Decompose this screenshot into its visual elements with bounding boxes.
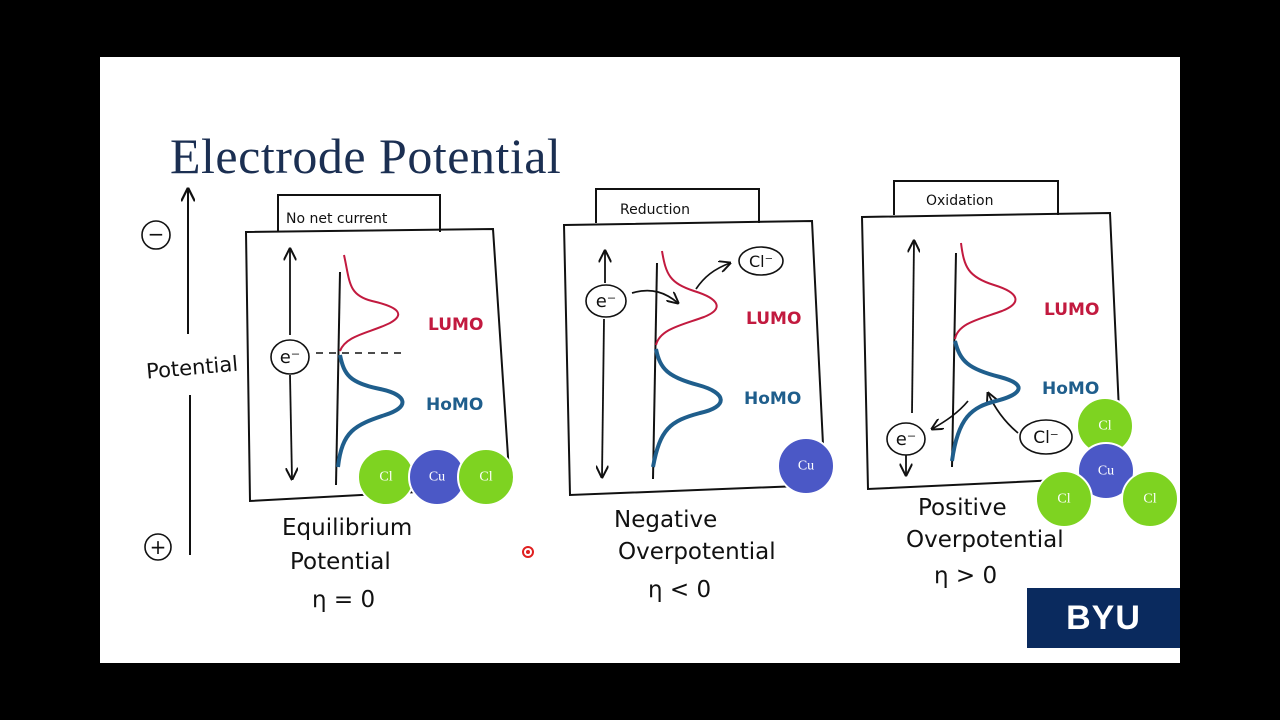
pointer-dot (522, 546, 534, 558)
slide: Electrode Potential − + Potential No net… (100, 57, 1180, 663)
potential-axis: − + Potential (141, 189, 239, 561)
caption-line-2: Potential (290, 549, 391, 575)
homo-curve (336, 354, 405, 468)
panel-tab-label: Reduction (620, 202, 690, 218)
caption-line-2: Overpotential (906, 527, 1064, 553)
caption-line-1: Negative (614, 507, 717, 533)
cu-atom-label: Cu (798, 459, 814, 474)
panel-oxidation: Oxidation e⁻ Cl⁻ LUMO HoMO Cl Cu Cl Cl P… (860, 180, 1179, 589)
potential-label: Potential (145, 352, 239, 384)
cl-atom (1121, 470, 1179, 528)
panel-tab (893, 180, 1059, 215)
homo-label: HoMO (1042, 379, 1099, 399)
caption-line-1: Equilibrium (282, 515, 412, 541)
chloride-ion-label: Cl⁻ (1033, 428, 1059, 448)
caption-eta: η = 0 (312, 587, 375, 613)
plus-symbol-circle (144, 533, 172, 561)
caption-line-2: Overpotential (618, 539, 776, 565)
cl-atom-label: Cl (1098, 419, 1111, 434)
caption-eta: η < 0 (648, 577, 711, 603)
electron-circle (886, 422, 926, 456)
ion-arrow (988, 393, 1019, 434)
electron-label: e⁻ (280, 347, 301, 368)
minus-symbol: − (148, 222, 165, 246)
electron-circle (270, 339, 310, 375)
cl-atom-label: Cl (1143, 492, 1156, 507)
pointer-dot-center (526, 550, 530, 554)
chloride-ion-label: Cl⁻ (749, 252, 773, 271)
lumo-curve (339, 254, 400, 352)
electrode-line (335, 271, 341, 486)
panel-tab-label: No net current (286, 211, 388, 227)
cu-atom (1077, 442, 1135, 500)
panel-reduction: Reduction e⁻ Cl⁻ LUMO HoMO Cu Negative O… (562, 188, 835, 603)
caption-eta: η > 0 (934, 563, 997, 589)
electron-label: e⁻ (596, 291, 617, 312)
transfer-arrow (932, 400, 969, 429)
panel-equilibrium: No net current e⁻ LUMO HoMO Cl Cu Cl Equ… (244, 194, 515, 613)
panel-tab-label: Oxidation (926, 193, 993, 209)
lumo-label: LUMO (1044, 300, 1099, 320)
homo-curve (651, 348, 723, 468)
lumo-label: LUMO (746, 309, 801, 329)
cl-atom-label: Cl (1057, 492, 1070, 507)
cu-atom (777, 437, 835, 495)
energy-arrow-down (602, 318, 604, 477)
plus-symbol: + (150, 535, 167, 559)
cl-atom-label: Cl (479, 470, 492, 485)
panel-tab (277, 194, 441, 232)
energy-arrow-down (290, 374, 292, 479)
transfer-arrow (631, 289, 678, 303)
electron-label: e⁻ (896, 429, 917, 450)
homo-curve (950, 340, 1021, 462)
byu-logo: BYU (1027, 588, 1180, 648)
chloride-ion-circle (738, 246, 784, 276)
lumo-curve (954, 242, 1017, 340)
cl-atom-label: Cl (379, 470, 392, 485)
cl-atom (457, 448, 515, 506)
cu-atom-label: Cu (1098, 464, 1114, 479)
chloride-ion-circle (1019, 419, 1073, 455)
electrode-line (652, 262, 658, 480)
electrode-line (951, 252, 957, 468)
panel-tab (595, 188, 760, 223)
byu-logo-text: BYU (1066, 598, 1141, 637)
homo-label: HoMO (744, 389, 801, 409)
lumo-curve (655, 250, 718, 346)
minus-symbol-circle (141, 220, 171, 250)
cu-atom-label: Cu (429, 470, 445, 485)
electron-circle (585, 284, 627, 318)
ion-arrow (695, 263, 730, 290)
cl-atom (1035, 470, 1093, 528)
slide-title: Electrode Potential (170, 128, 562, 184)
caption-line-1: Positive (918, 495, 1007, 521)
lumo-label: LUMO (428, 315, 483, 335)
electrode-potential-diagram: − + Potential No net current e⁻ LUMO HoM… (141, 180, 1179, 613)
energy-arrow-up (912, 241, 914, 414)
homo-label: HoMO (426, 395, 483, 415)
